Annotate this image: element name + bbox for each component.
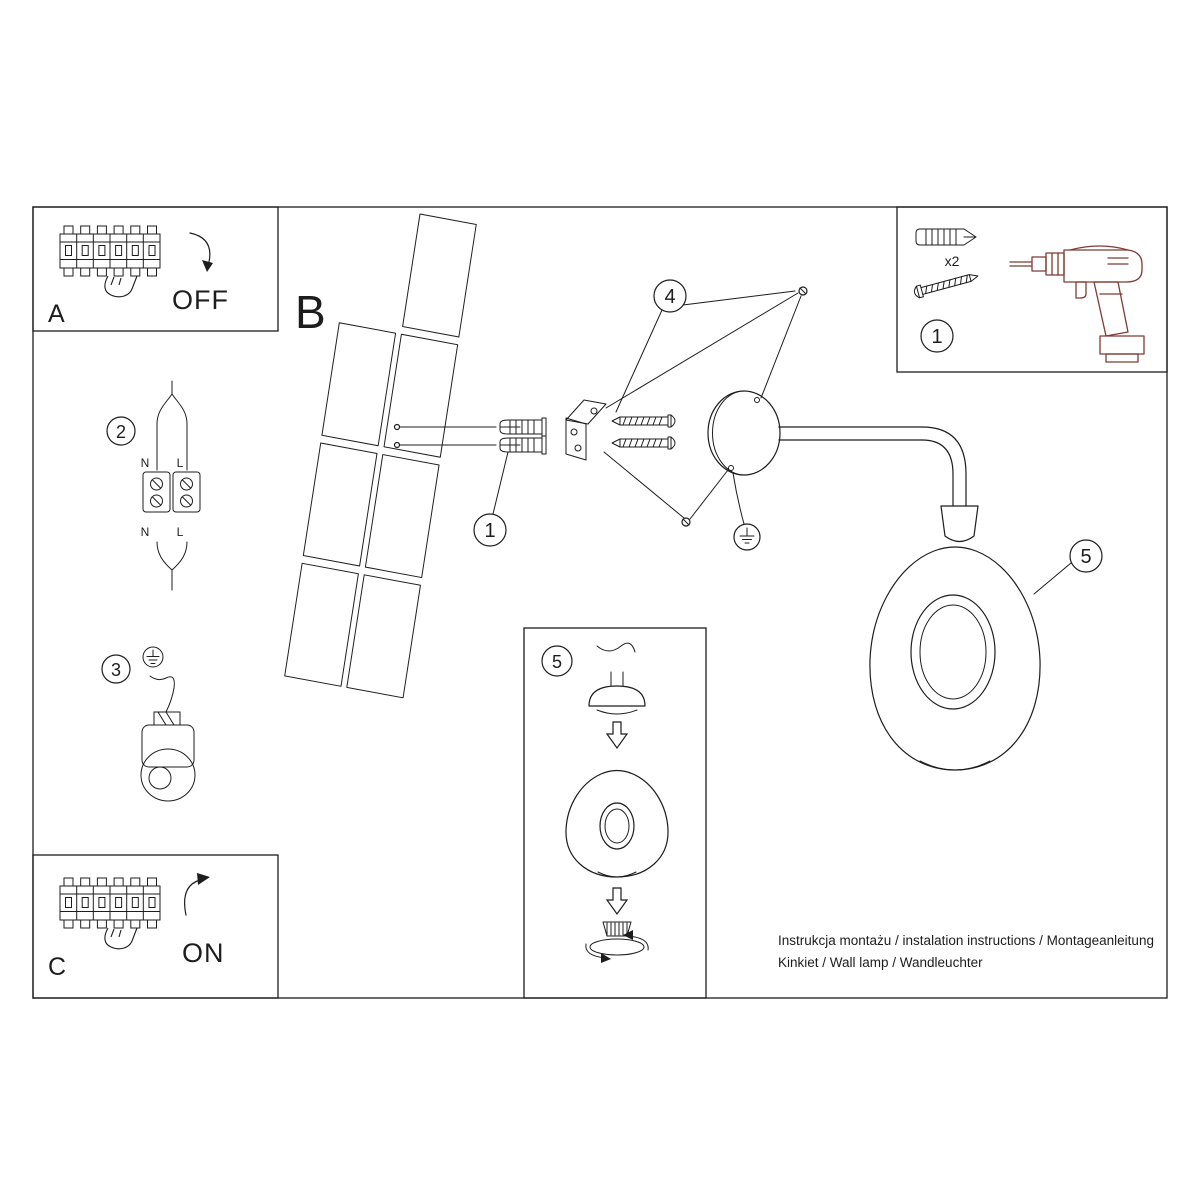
shade-assembly-frame: [523, 627, 707, 999]
socket-cap: [588, 671, 646, 715]
wall-plug-top: [499, 417, 547, 437]
tools-frame: [896, 206, 1168, 373]
plug-callout: 1: [473, 451, 509, 547]
off-label: OFF: [172, 285, 229, 315]
tools-box: x2 1: [896, 206, 1168, 373]
kit-wall-plug: [915, 228, 977, 246]
step-1-badge: [473, 513, 507, 547]
canopy-screw-top: [760, 286, 808, 399]
tile: [302, 442, 378, 567]
detail-step-5-badge: [541, 645, 573, 677]
terminal-label-n-bottom: N: [141, 525, 150, 539]
wire-top: [156, 380, 188, 471]
down-arrow-icon: [606, 721, 628, 749]
terminal-label-n-top: N: [141, 456, 150, 470]
kit-screw: [913, 274, 979, 299]
step-3-badge: [101, 654, 131, 684]
ground-clamp: [140, 675, 196, 802]
power-off-box: OFF A: [32, 206, 279, 332]
detail-shade: [565, 769, 669, 878]
kit-step-1-number: 1: [931, 326, 942, 348]
bracket-callout: 4: [603, 279, 808, 527]
hand-icon: [104, 927, 138, 950]
wall-canopy: [707, 390, 781, 476]
terminal-label-l-bottom: L: [177, 525, 184, 539]
tile: [364, 454, 440, 579]
kit-quantity-label: x2: [945, 253, 960, 269]
step-5-badge: [1069, 539, 1103, 573]
terminal-label-l-top: L: [177, 456, 184, 470]
drill-holes: [393, 423, 497, 449]
shade-assembly-box: 5: [523, 627, 707, 999]
tile: [346, 574, 421, 699]
detail-step-5-number: 5: [552, 652, 562, 672]
footer-line-2: Kinkiet / Wall lamp / Wandleuchter: [778, 955, 983, 970]
down-arrow-icon: [606, 887, 628, 915]
step-4-badge: [653, 279, 687, 313]
lamp-socket: [940, 505, 979, 543]
on-arrow-icon: [184, 873, 210, 916]
power-on-frame: [32, 854, 279, 999]
mounting-bracket: [565, 399, 607, 461]
ground-symbol-icon: [732, 472, 761, 551]
section-b-label: B: [295, 286, 326, 338]
canopy-screw-bottom: [681, 469, 729, 527]
power-on-box: ON C: [32, 854, 279, 999]
tile: [402, 213, 477, 338]
tile: [284, 562, 359, 687]
wire-bottom: [156, 541, 188, 591]
shade-callout: 5: [1033, 539, 1103, 595]
breaker-panel-icon: [59, 225, 161, 277]
retaining-ring: [585, 921, 649, 963]
power-off-frame: [32, 206, 279, 332]
hand-icon: [104, 275, 138, 298]
box-a-label: A: [48, 300, 65, 328]
glass-shade: [869, 546, 1041, 771]
off-arrow-icon: [189, 232, 213, 272]
power-wire: [596, 642, 636, 653]
grounding-step: 3: [101, 646, 196, 802]
wall-plug-bottom: [499, 435, 547, 455]
box-c-label: C: [48, 953, 66, 981]
footer-line-1: Instrukcja montażu / instalation instruc…: [778, 933, 1154, 948]
wiring-step: 2 N L N L: [106, 380, 201, 591]
breaker-panel-icon: [59, 877, 161, 929]
drill-icon: [1009, 245, 1145, 363]
ground-symbol-small-icon: [142, 646, 164, 668]
tiled-wall: [284, 213, 477, 699]
on-label: ON: [182, 938, 225, 968]
step-4-number: 4: [664, 286, 675, 308]
step-3-number: 3: [111, 660, 121, 680]
step-2-number: 2: [116, 422, 126, 442]
kit-step-1-badge: [920, 319, 954, 353]
mounting-screw-bottom: [611, 436, 676, 450]
step-2-badge: [106, 416, 136, 446]
tile: [321, 322, 397, 447]
tile: [383, 333, 459, 458]
terminal-block: [142, 471, 201, 513]
mounting-screw-top: [611, 414, 676, 428]
lamp-arm: [778, 426, 967, 507]
step-1-number: 1: [484, 520, 495, 542]
step-5-number: 5: [1080, 546, 1091, 568]
